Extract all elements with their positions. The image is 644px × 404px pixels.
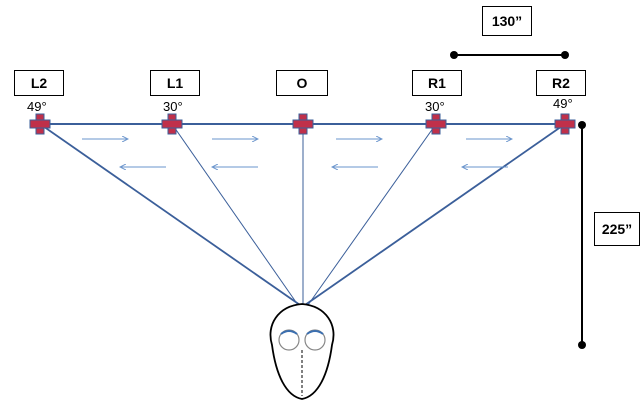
sight-line-l1 — [171, 123, 299, 306]
position-label-o: O — [276, 70, 328, 96]
angle-label-r1: 30° — [425, 99, 445, 114]
sight-line-l2 — [39, 123, 301, 306]
position-label-l1: L1 — [150, 70, 200, 96]
position-label-l2: L2 — [14, 70, 64, 96]
target-cross-l2 — [29, 113, 51, 135]
target-cross-o — [292, 113, 314, 135]
position-label-r1: R1 — [412, 70, 462, 96]
sight-line-r1 — [307, 123, 437, 306]
angle-label-l2: 49° — [27, 99, 47, 114]
position-label-r2: R2 — [536, 70, 586, 96]
angle-label-r2: 49° — [553, 96, 573, 111]
sight-line-r2 — [304, 123, 566, 306]
target-cross-r1 — [425, 113, 447, 135]
target-cross-r2 — [554, 113, 576, 135]
vertical-dimension-label: 225” — [594, 212, 640, 246]
angle-label-l1: 30° — [163, 99, 183, 114]
horizontal-dimension-label: 130” — [482, 6, 532, 36]
target-cross-l1 — [161, 113, 183, 135]
head-icon — [269, 303, 335, 400]
